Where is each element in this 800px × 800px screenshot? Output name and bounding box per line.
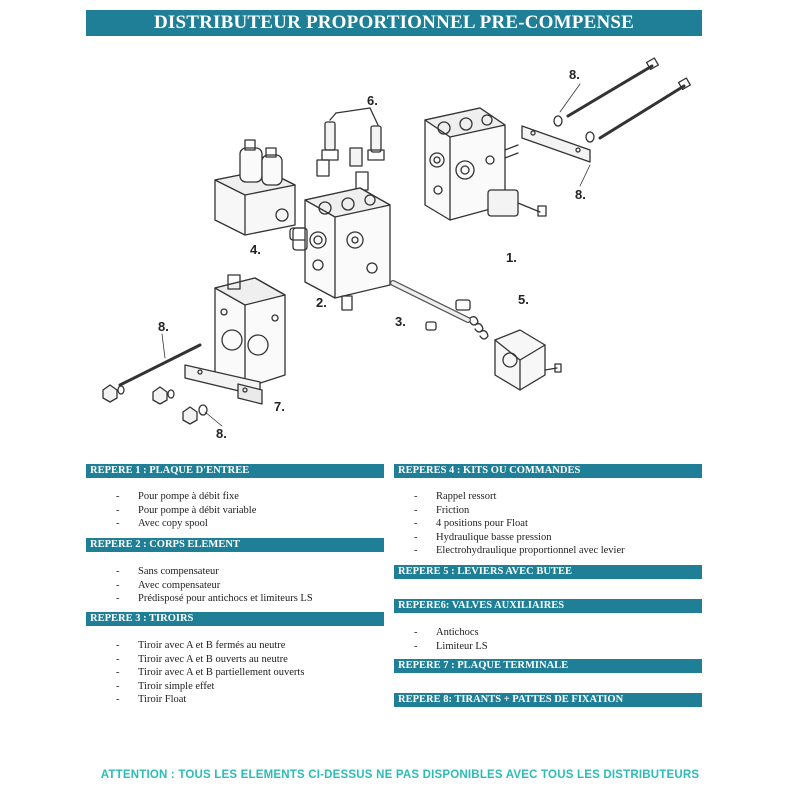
list-item: Pour pompe à débit fixe [116,490,256,504]
list-item: Tiroir Float [116,693,304,707]
section-header-repere-6: REPERE6: VALVES AUXILIAIRES [394,599,702,613]
availability-warning: ATTENTION : TOUS LES ELEMENTS CI-DESSUS … [100,769,700,781]
tie-rods-top-drawing [521,57,691,163]
callout-5: 5. [518,292,529,307]
list-item: Rappel ressort [414,490,625,504]
list-item: Tiroir simple effet [116,680,304,694]
section-header-repere-3: REPERE 3 : TIROIRS [86,612,384,626]
callout-8-right: 8. [575,187,586,202]
list-item: Tiroir avec A et B partiellement ouverts [116,666,304,680]
list-item: Friction [414,504,625,518]
list-item: Sans compensateur [116,565,313,579]
section-list-repere-4: Rappel ressort Friction 4 positions pour… [414,490,625,558]
list-item: Antichocs [414,626,488,640]
callout-3: 3. [395,314,406,329]
element-body-drawing [292,187,391,311]
list-item: 4 positions pour Float [414,517,625,531]
callout-8-top: 8. [569,67,580,82]
section-list-repere-2: Sans compensateur Avec compensateur Préd… [116,565,313,606]
lever-cover-drawing [494,329,562,391]
callout-2: 2. [316,295,327,310]
callout-4: 4. [250,242,261,257]
list-item: Hydraulique basse pression [414,531,625,545]
section-list-repere-3: Tiroir avec A et B fermés au neutre Tiro… [116,639,304,707]
callout-1: 1. [506,250,517,265]
section-header-repere-1: REPERE 1 : PLAQUE D'ENTREE [86,464,384,478]
inlet-plate-drawing [424,107,547,221]
list-item: Tiroir avec A et B fermés au neutre [116,639,304,653]
spool-drawing [390,280,489,340]
section-list-repere-1: Pour pompe à débit fixe Pour pompe à déb… [116,490,256,531]
page-title: DISTRIBUTEUR PROPORTIONNEL PRE-COMPENSE [86,10,702,36]
list-item: Prédisposé pour antichocs et limiteurs L… [116,592,313,606]
list-item: Tiroir avec A et B ouverts au neutre [116,653,304,667]
list-item: Limiteur LS [414,640,488,654]
end-plate-drawing [214,274,286,389]
tie-rods-bottom-drawing [102,343,263,425]
solenoid-kit-drawing [214,139,313,241]
exploded-view-diagram [102,57,691,427]
section-header-repere-8: REPERE 8: TIRANTS + PATTES DE FIXATION [394,693,702,707]
callout-8-bottom: 8. [216,426,227,441]
section-header-repere-5: REPERE 5 : LEVIERS AVEC BUTEE [394,565,702,579]
list-item: Pour pompe à débit variable [116,504,256,518]
section-header-repere-2: REPERE 2 : CORPS ELEMENT [86,538,384,552]
callout-6: 6. [367,93,378,108]
callout-8-left: 8. [158,319,169,334]
list-item: Avec copy spool [116,517,256,531]
callout-7: 7. [274,399,285,414]
section-list-repere-6: Antichocs Limiteur LS [414,626,488,653]
list-item: Electrohydraulique proportionnel avec le… [414,544,625,558]
list-item: Avec compensateur [116,579,313,593]
section-header-repere-7: REPERE 7 : PLAQUE TERMINALE [394,659,702,673]
auxiliary-valves-drawing [316,107,385,191]
section-header-repere-4: REPERES 4 : KITS OU COMMANDES [394,464,702,478]
